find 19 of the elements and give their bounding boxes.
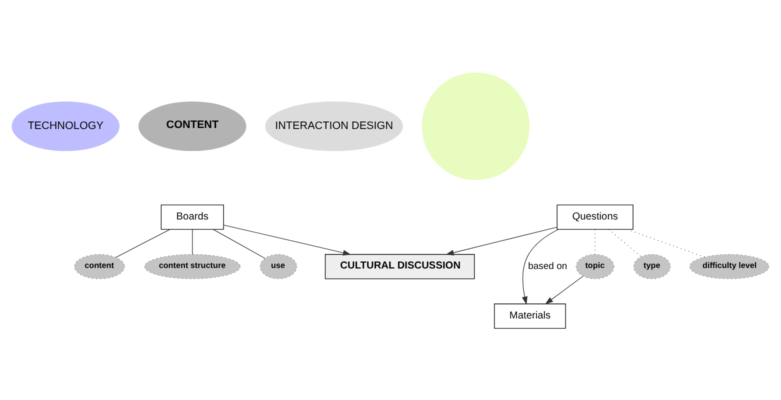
node-box: Materials	[494, 303, 566, 328]
node-ellipse: TECHNOLOGY	[12, 101, 120, 151]
arrow	[446, 226, 558, 255]
connector	[626, 228, 705, 257]
connector	[116, 228, 170, 258]
arrow	[522, 228, 559, 304]
edge-label: based on	[528, 260, 568, 272]
node-box: CULTURAL DISCUSSION	[324, 254, 475, 279]
connector	[212, 228, 266, 258]
arrow	[223, 224, 352, 256]
connector	[192, 228, 193, 254]
node-box: Questions	[556, 204, 634, 230]
connector	[594, 228, 596, 254]
node-ellipse: CONTENT	[138, 101, 246, 151]
connector	[608, 228, 642, 256]
arrow	[544, 275, 584, 304]
node-circle	[422, 72, 530, 180]
node-box: Boards	[160, 204, 224, 230]
node-ellipse: INTERACTION DESIGN	[265, 101, 403, 151]
